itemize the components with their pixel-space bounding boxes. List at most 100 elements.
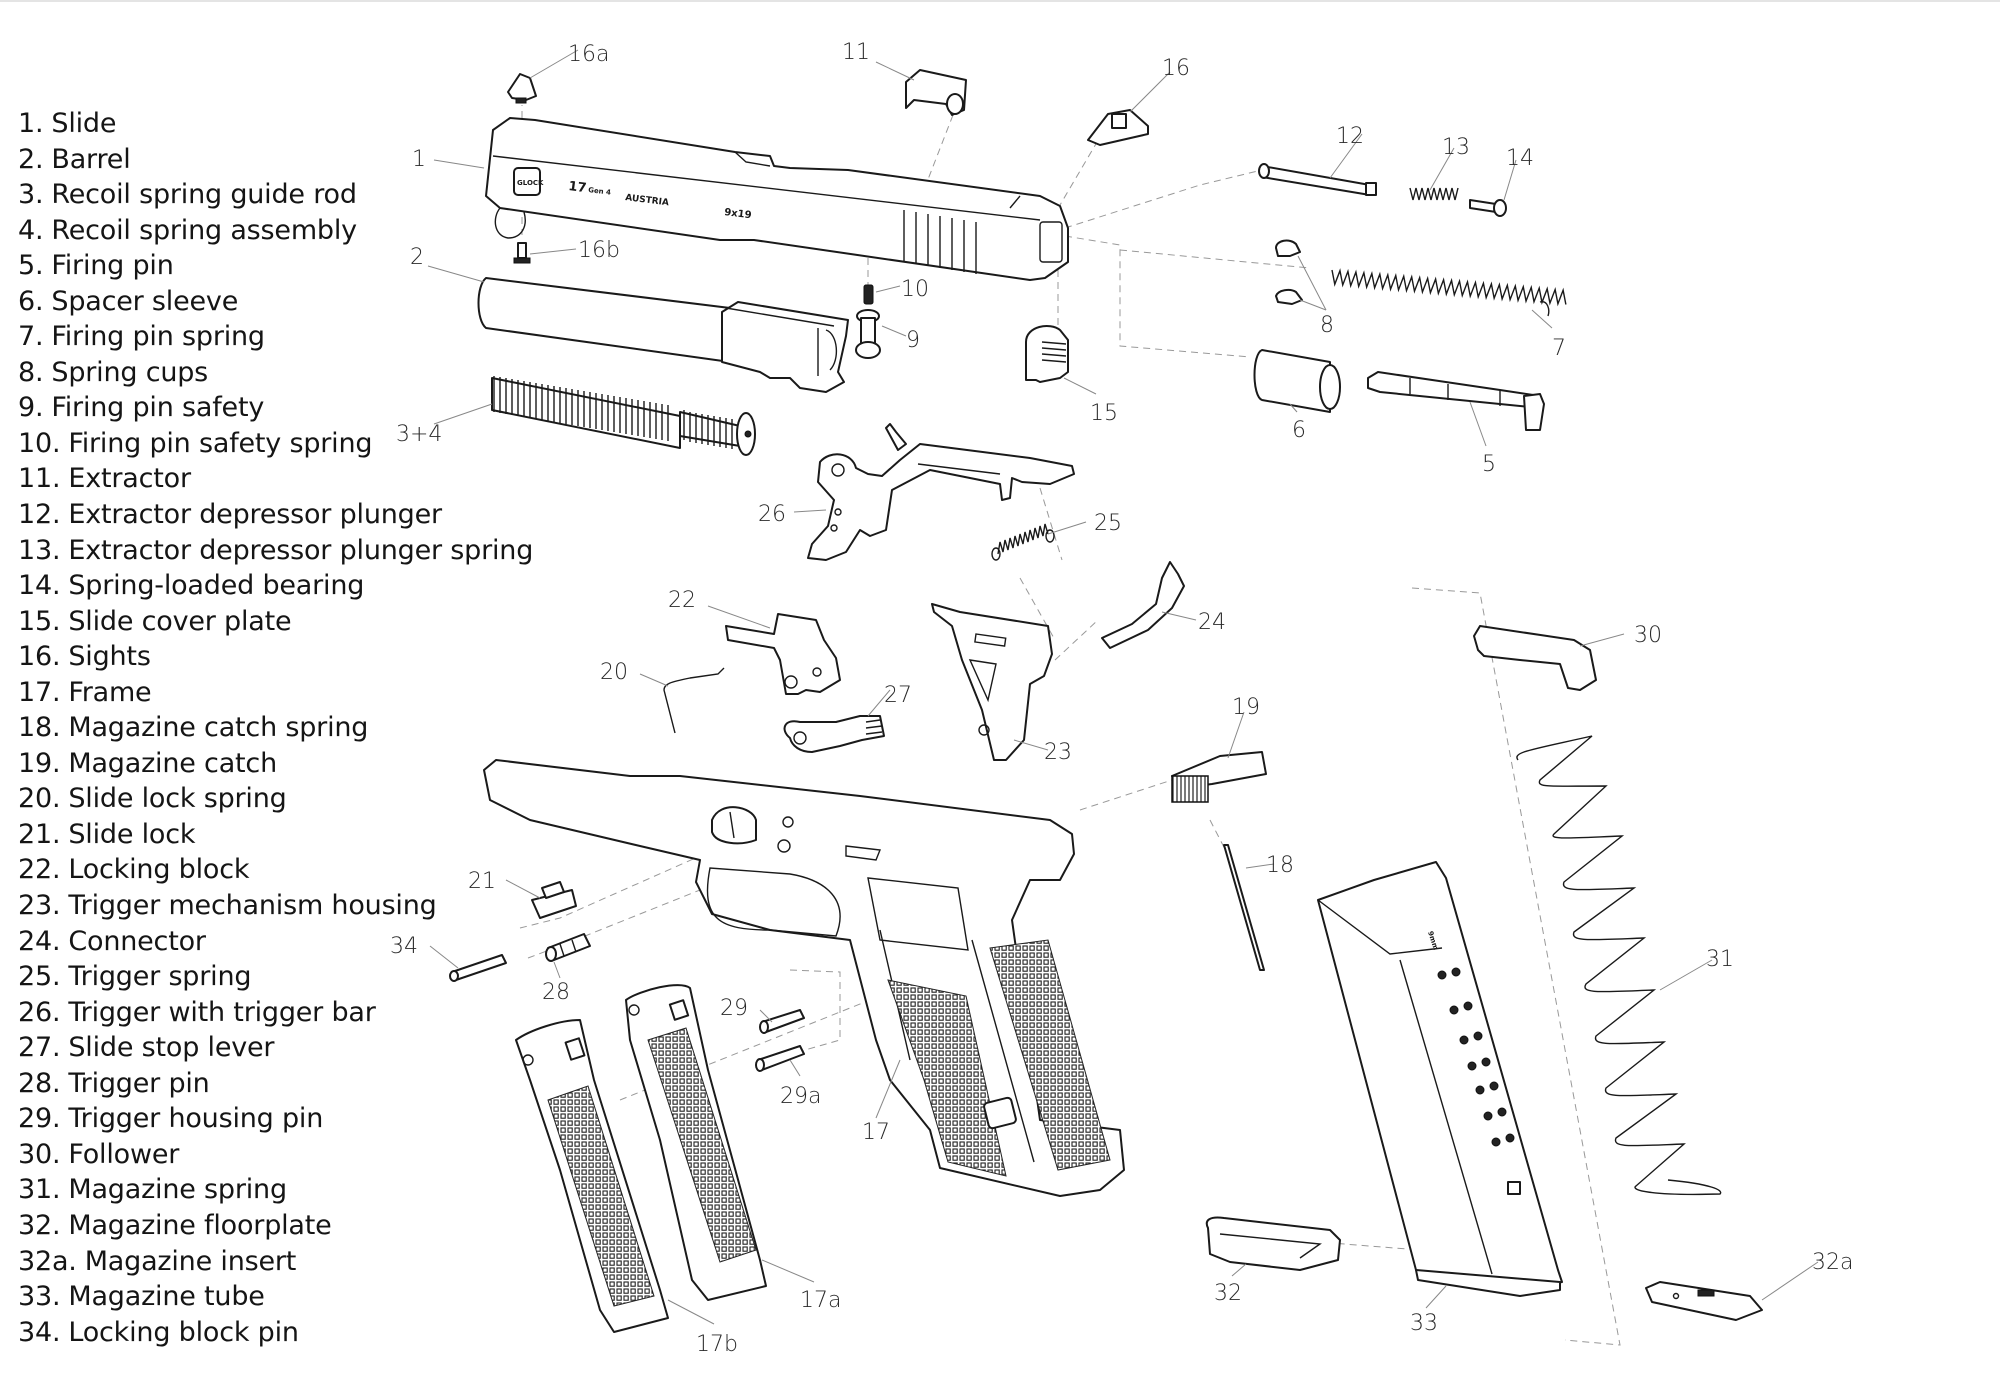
svg-text:GLOCK: GLOCK <box>517 179 544 187</box>
frame-part <box>483 759 1125 1197</box>
callout-23: 23 <box>1044 740 1072 765</box>
top-border <box>0 0 2000 2</box>
parts-list-item: 5.Firing pin <box>18 248 533 284</box>
callout-32: 32 <box>1214 1281 1242 1306</box>
callout-12: 12 <box>1336 124 1364 149</box>
part-name: Spring cups <box>51 356 209 388</box>
part-name: Trigger spring <box>68 961 252 993</box>
magazine-tube-part: 9mm <box>1317 861 1563 1297</box>
part-number: 17. <box>18 676 61 708</box>
callout-26: 26 <box>758 502 786 527</box>
part-number: 31. <box>18 1174 61 1206</box>
locking-block-pin-part <box>449 954 507 982</box>
part-number: 10. <box>18 427 61 459</box>
part-name: Slide lock spring <box>68 783 287 815</box>
grip-texture <box>887 939 1111 1177</box>
callout-29: 29 <box>720 996 748 1021</box>
barrel-part <box>477 277 849 393</box>
part-number: 3. <box>18 179 44 211</box>
parts-list-item: 33.Magazine tube <box>18 1279 533 1315</box>
slide-lock-part <box>531 881 577 919</box>
part-name: Firing pin safety spring <box>68 427 373 459</box>
callout-33: 33 <box>1410 1311 1438 1336</box>
trigger-spring-part <box>991 523 1055 561</box>
part-number: 18. <box>18 712 61 744</box>
recoil-spring-assembly-part <box>491 376 756 456</box>
callout-21: 21 <box>468 869 496 894</box>
glock-logo: GLOCK <box>513 167 544 196</box>
parts-list-item: 7.Firing pin spring <box>18 319 533 355</box>
callout-31: 31 <box>1706 947 1734 972</box>
spacer-sleeve-part <box>1253 349 1341 413</box>
parts-list-item: 24.Connector <box>18 924 533 960</box>
parts-list-item: 25.Trigger spring <box>18 959 533 995</box>
callout-20: 20 <box>600 660 628 685</box>
part-name: Trigger with trigger bar <box>68 996 376 1028</box>
connector-part <box>1101 561 1185 649</box>
part-number: 32a. <box>18 1245 77 1277</box>
part-name: Magazine catch spring <box>68 712 369 744</box>
serrations <box>903 210 977 274</box>
part-name: Magazine insert <box>84 1245 297 1277</box>
part-name: Extractor depressor plunger spring <box>68 534 534 566</box>
callout-1: 1 <box>412 147 426 172</box>
part-number: 22. <box>18 854 61 886</box>
follower-part <box>1473 625 1597 691</box>
part-number: 25. <box>18 961 61 993</box>
callout-6: 6 <box>1292 418 1306 443</box>
part-name: Slide lock <box>68 818 196 850</box>
part-number: 15. <box>18 605 61 637</box>
callout-8: 8 <box>1320 313 1334 338</box>
part-name: Magazine spring <box>68 1174 287 1206</box>
trigger-mechanism-housing-part <box>931 603 1053 761</box>
part-name: Firing pin <box>51 250 174 282</box>
parts-list-item: 16.Sights <box>18 639 533 675</box>
part-name: Extractor <box>68 463 191 495</box>
callout-18: 18 <box>1266 853 1294 878</box>
parts-list-item: 18.Magazine catch spring <box>18 710 533 746</box>
parts-list-item: 31.Magazine spring <box>18 1172 533 1208</box>
part-number: 7. <box>18 321 44 353</box>
firing-pin-spring-part <box>1331 268 1567 317</box>
callout-17b: 17b <box>696 1332 738 1357</box>
part-name: Recoil spring assembly <box>51 214 357 246</box>
callout-11: 11 <box>842 40 870 65</box>
part-number: 21. <box>18 818 61 850</box>
part-name: Trigger pin <box>68 1067 210 1099</box>
callout-15: 15 <box>1090 401 1118 426</box>
spring-cups-part <box>1275 239 1303 305</box>
parts-list-item: 32a.Magazine insert <box>18 1244 533 1280</box>
backstrap-medium-part <box>625 984 767 1301</box>
part-name: Recoil spring guide rod <box>51 179 357 211</box>
parts-list-item: 32.Magazine floorplate <box>18 1208 533 1244</box>
part-number: 14. <box>18 570 61 602</box>
part-number: 6. <box>18 285 44 317</box>
part-name: Slide cover plate <box>68 605 292 637</box>
callout-17: 17 <box>862 1120 890 1145</box>
callout-16b: 16b <box>578 238 620 263</box>
part-number: 30. <box>18 1138 61 1170</box>
callout-29a: 29a <box>780 1084 821 1109</box>
part-name: Connector <box>68 925 206 957</box>
slide-stop-lever-part <box>783 715 885 753</box>
parts-list-item: 34.Locking block pin <box>18 1315 533 1351</box>
part-number: 26. <box>18 996 61 1028</box>
svg-text:Gen 4: Gen 4 <box>588 186 612 197</box>
parts-list-item: 9.Firing pin safety <box>18 390 533 426</box>
parts-list-item: 8.Spring cups <box>18 355 533 391</box>
magazine-catch-spring-part <box>1223 844 1265 971</box>
callout-17a: 17a <box>800 1288 841 1313</box>
part-number: 9. <box>18 392 44 424</box>
parts-list-item: 1.Slide <box>18 106 533 142</box>
parts-list-item: 13.Extractor depressor plunger spring <box>18 533 533 569</box>
part-name: Barrel <box>51 143 131 175</box>
callout-24: 24 <box>1198 610 1226 635</box>
leader-lines <box>427 49 1819 1325</box>
part-name: Slide stop lever <box>68 1032 275 1064</box>
slide-part: GLOCK 17 Gen 4 AUSTRIA 9x19 <box>485 117 1069 281</box>
part-number: 34. <box>18 1316 61 1348</box>
parts-list-item: 4.Recoil spring assembly <box>18 213 533 249</box>
part-name: Firing pin safety <box>51 392 265 424</box>
